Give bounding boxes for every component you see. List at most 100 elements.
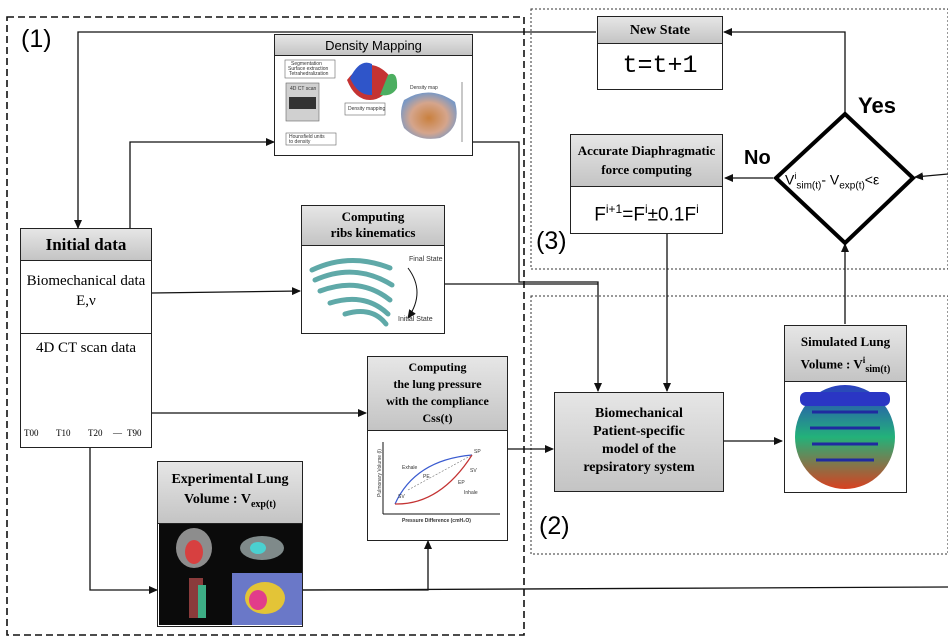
density-mapping-figure bbox=[284, 59, 463, 146]
experimental-title: Experimental Lung Volume : Vexp(t) bbox=[158, 462, 302, 524]
new-state-box: New State t=t+1 bbox=[597, 16, 723, 90]
pressure-title-line3: with the compliance bbox=[386, 394, 489, 408]
pv-point-label: SP bbox=[474, 449, 481, 455]
pressure-title-line2: the lung pressure bbox=[393, 377, 482, 391]
force-sup-i2: i bbox=[696, 202, 699, 216]
frame-label: — bbox=[113, 428, 122, 438]
ribs-title-line1: Computing bbox=[341, 209, 405, 224]
density-ct-label: 4D CT scan bbox=[290, 86, 317, 92]
decision-condition: Visim(t)- Vexp(t)<ε bbox=[785, 168, 879, 194]
force-sup-ip1: i+1 bbox=[605, 202, 623, 216]
simulated-title: Simulated Lung Volume : Visim(t) bbox=[785, 326, 906, 382]
model-line2: Patient-specific bbox=[593, 424, 685, 439]
model-line1: Biomechanical bbox=[595, 406, 683, 421]
decision-no-label: No bbox=[744, 147, 771, 169]
ribs-motion-arrow bbox=[407, 267, 418, 319]
ribs-figure bbox=[309, 258, 395, 327]
frame-label: T90 bbox=[127, 428, 142, 438]
density-mapping-label: Density mapping bbox=[348, 106, 386, 112]
density-mapping-box: Density Mapping bbox=[274, 34, 473, 156]
simulated-sup-i: i bbox=[862, 355, 866, 365]
simulated-title-line1: Simulated Lung bbox=[800, 334, 891, 349]
region-2-label: (2) bbox=[539, 512, 570, 540]
arrow-initial-to-ribs bbox=[151, 287, 301, 296]
pv-inhale-curve bbox=[394, 454, 473, 505]
pv-point-label: SV bbox=[470, 468, 477, 474]
pv-chart bbox=[382, 442, 500, 515]
model-box: Biomechanical Patient-specific model of … bbox=[554, 392, 724, 492]
region-3-border bbox=[530, 8, 948, 270]
line-exp-to-right bbox=[302, 586, 948, 591]
region-3-label: (3) bbox=[536, 227, 567, 255]
density-map-label: Density map bbox=[410, 85, 438, 91]
ribs-kinematics-box: Computing ribs kinematics bbox=[301, 205, 445, 334]
simulated-sub: sim(t) bbox=[865, 363, 891, 375]
region-2-border bbox=[530, 295, 948, 555]
pressure-title: Computing the lung pressure with the com… bbox=[368, 357, 507, 431]
force-sup-i: i bbox=[644, 202, 648, 216]
frame-label: T20 bbox=[88, 428, 103, 438]
condition-sup-i: i bbox=[794, 171, 797, 181]
simulated-lung-box: Simulated Lung Volume : Visim(t) bbox=[784, 325, 907, 493]
simulated-title-prefix: Volume : V bbox=[800, 356, 863, 372]
pv-point-label: EP bbox=[458, 480, 465, 486]
density-seg-item: Surface extraction bbox=[288, 66, 329, 72]
pv-point-label: PE bbox=[423, 474, 430, 480]
force-formula: Fi+1=Fi±0.1Fi bbox=[571, 187, 722, 237]
density-seg-item: Tetrahedralization bbox=[289, 71, 329, 77]
initial-bio-label: Biomechanical data bbox=[26, 273, 146, 289]
initial-data-box: Initial data Biomechanical data E,ν 4D C… bbox=[20, 228, 152, 448]
frame-label: T10 bbox=[56, 428, 71, 438]
ribs-final-label: Final State bbox=[409, 256, 443, 263]
force-pm: ±0.1F bbox=[647, 204, 697, 226]
force-title-line1: Accurate Diaphragmatic bbox=[577, 143, 716, 158]
condition-sub-sim: sim(t) bbox=[796, 180, 822, 192]
ribs-title-line2: ribs kinematics bbox=[330, 225, 416, 240]
experimental-lung-figure bbox=[159, 523, 303, 625]
model-line3: model of the bbox=[602, 442, 676, 457]
pv-inhale-label: Inhale bbox=[464, 490, 478, 496]
arrow-newstate-to-initial bbox=[74, 31, 596, 229]
ribs-initial-label: Initial State bbox=[398, 316, 433, 323]
simulated-lung-figure bbox=[795, 385, 895, 489]
density-hounsfield-label: Hounsfield units to density bbox=[289, 134, 325, 145]
new-state-formula: t=t+1 bbox=[622, 51, 698, 80]
decision-yes-label: Yes bbox=[858, 93, 896, 118]
arrow-yes-to-newstate bbox=[723, 28, 846, 114]
experimental-sub: exp(t) bbox=[250, 498, 276, 510]
frame-label: T00 bbox=[24, 428, 39, 438]
condition-sub-exp: exp(t) bbox=[839, 180, 865, 192]
pv-point-label: SV bbox=[398, 494, 405, 500]
experimental-lung-box: Experimental Lung Volume : Vexp(t) bbox=[157, 461, 303, 627]
model-text: Biomechanical Patient-specific model of … bbox=[555, 393, 723, 477]
force-title: Accurate Diaphragmatic force computing bbox=[571, 135, 722, 187]
pv-exhale-label: Exhale bbox=[402, 465, 418, 471]
force-box: Accurate Diaphragmatic force computing F… bbox=[570, 134, 723, 234]
force-f: F bbox=[594, 204, 606, 226]
condition-v-sim: V bbox=[785, 171, 795, 188]
model-line4: repsiratory system bbox=[583, 460, 695, 475]
arrow-right-to-decision bbox=[914, 172, 948, 181]
arrow-initial-to-experimental bbox=[89, 448, 158, 594]
decision-diamond bbox=[773, 111, 916, 246]
experimental-title-line1: Experimental Lung bbox=[171, 472, 289, 487]
ribs-title: Computing ribs kinematics bbox=[302, 206, 444, 246]
pv-xlabel: Pressure Difference (cmH₂O) bbox=[402, 518, 471, 524]
condition-epsilon: <ε bbox=[864, 171, 880, 188]
pv-exhale-curve bbox=[394, 454, 473, 505]
arrow-density-to-model bbox=[473, 141, 602, 392]
pv-ylabel: Pulmonary Volume (l) bbox=[376, 449, 383, 497]
experimental-title-prefix: Volume : V bbox=[184, 492, 251, 507]
arrow-exp-to-pressure bbox=[303, 540, 432, 591]
pressure-title-line4: Css(t) bbox=[422, 411, 453, 425]
condition-v-exp: - V bbox=[821, 171, 840, 188]
region-1-border bbox=[6, 16, 525, 636]
force-eq: =F bbox=[622, 204, 645, 226]
pressure-box: Computing the lung pressure with the com… bbox=[367, 356, 508, 541]
initial-params: E,ν bbox=[76, 293, 96, 309]
density-mapping-title: Density Mapping bbox=[275, 35, 472, 56]
new-state-title: New State bbox=[598, 17, 722, 44]
region-1-label: (1) bbox=[21, 25, 52, 53]
arrow-initial-to-density bbox=[129, 138, 275, 228]
pressure-title-line1: Computing bbox=[408, 360, 467, 374]
